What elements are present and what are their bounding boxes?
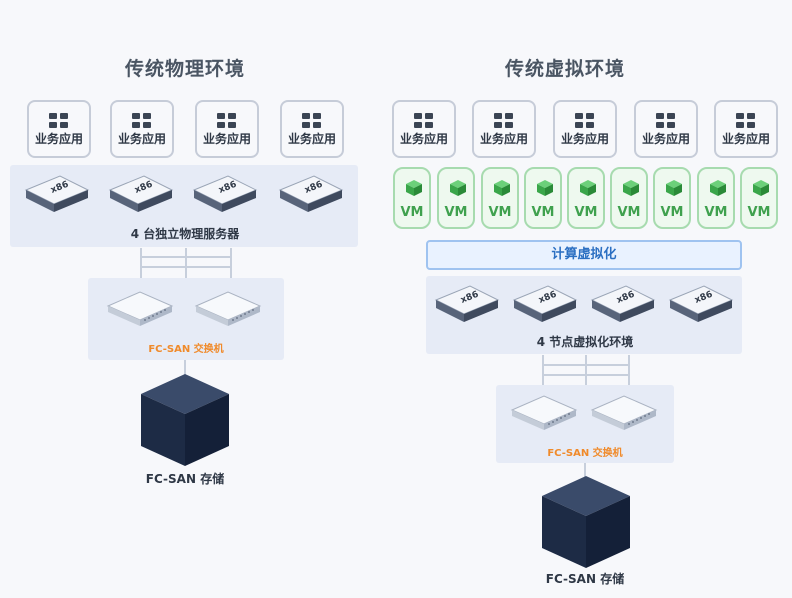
connector-line <box>184 360 186 380</box>
app-grid-icon <box>132 113 152 129</box>
server-icon: x86 <box>588 278 658 330</box>
connector-line <box>585 355 587 385</box>
vm-box: VM <box>653 167 691 229</box>
left-app-box: 业务应用 <box>110 100 174 158</box>
vm-cube-icon <box>493 179 511 197</box>
connector-line <box>542 364 630 366</box>
right-switch-panel <box>496 385 674 463</box>
vm-cube-icon <box>536 179 554 197</box>
app-grid-icon <box>302 113 322 129</box>
app-label: 业务应用 <box>560 132 609 146</box>
vm-cube-icon <box>579 179 597 197</box>
app-label: 业务应用 <box>287 132 336 146</box>
right-app-box: 业务应用 <box>553 100 617 158</box>
vm-cube-icon <box>449 179 467 197</box>
switch-icon <box>508 392 580 434</box>
connector-line <box>140 266 232 268</box>
vm-label: VM <box>747 205 771 220</box>
compute-virtualization-bar: 计算虚拟化 <box>426 240 742 270</box>
app-grid-icon <box>736 113 756 129</box>
vm-label: VM <box>400 205 424 220</box>
vm-cube-icon <box>665 179 683 197</box>
vm-label: VM <box>617 205 641 220</box>
app-label: 业务应用 <box>34 132 83 146</box>
app-label: 业务应用 <box>721 132 770 146</box>
switch-icon <box>588 392 660 434</box>
storage-cube-icon <box>536 472 636 572</box>
vm-cube-icon <box>709 179 727 197</box>
vm-box: VM <box>740 167 778 229</box>
app-grid-icon <box>414 113 434 129</box>
right-storage-caption: FC-SAN 存储 <box>545 572 625 586</box>
connector-line <box>230 248 232 278</box>
server-icon: x86 <box>432 278 502 330</box>
server-icon: x86 <box>276 168 346 220</box>
vm-label: VM <box>444 205 468 220</box>
vm-label: VM <box>660 205 684 220</box>
server-icon: x86 <box>22 168 92 220</box>
left-app-box: 业务应用 <box>27 100 91 158</box>
vm-box: VM <box>393 167 431 229</box>
storage-cube-icon <box>135 370 235 470</box>
right-title: 传统虚拟环境 <box>504 58 625 80</box>
vm-cube-icon <box>405 179 423 197</box>
server-icon: x86 <box>666 278 736 330</box>
connector-line <box>140 248 142 278</box>
right-switch-caption: FC-SAN 交换机 <box>547 448 623 459</box>
vm-box: VM <box>437 167 475 229</box>
left-servers-caption: 4 台独立物理服务器 <box>130 227 240 241</box>
server-icon: x86 <box>106 168 176 220</box>
right-app-box: 业务应用 <box>634 100 698 158</box>
vm-label: VM <box>531 205 555 220</box>
app-label: 业务应用 <box>117 132 166 146</box>
left-switch-caption: FC-SAN 交换机 <box>148 344 224 355</box>
connector-line <box>185 248 187 278</box>
app-grid-icon <box>575 113 595 129</box>
connector-line <box>542 374 630 376</box>
right-servers-caption: 4 节点虚拟化环境 <box>536 335 634 349</box>
vm-box: VM <box>697 167 735 229</box>
vm-label: VM <box>704 205 728 220</box>
vm-cube-icon <box>622 179 640 197</box>
right-app-box: 业务应用 <box>472 100 536 158</box>
app-label: 业务应用 <box>641 132 690 146</box>
connector-line <box>628 355 630 385</box>
app-grid-icon <box>494 113 514 129</box>
left-app-box: 业务应用 <box>195 100 259 158</box>
left-storage-caption: FC-SAN 存储 <box>145 472 225 486</box>
app-label: 业务应用 <box>202 132 251 146</box>
vm-box: VM <box>567 167 605 229</box>
vm-box: VM <box>610 167 648 229</box>
server-icon: x86 <box>190 168 260 220</box>
app-label: 业务应用 <box>479 132 528 146</box>
right-app-box: 业务应用 <box>714 100 778 158</box>
vm-box: VM <box>524 167 562 229</box>
connector-line <box>542 355 544 385</box>
app-grid-icon <box>49 113 69 129</box>
vm-cube-icon <box>752 179 770 197</box>
vm-label: VM <box>488 205 512 220</box>
right-app-box: 业务应用 <box>392 100 456 158</box>
connector-line <box>140 256 232 258</box>
left-app-box: 业务应用 <box>280 100 344 158</box>
app-grid-icon <box>656 113 676 129</box>
left-switch-panel <box>88 278 284 360</box>
connector-line <box>584 463 586 483</box>
vm-box: VM <box>481 167 519 229</box>
switch-icon <box>192 288 264 330</box>
vm-label: VM <box>574 205 598 220</box>
switch-icon <box>104 288 176 330</box>
left-title: 传统物理环境 <box>124 58 245 80</box>
server-icon: x86 <box>510 278 580 330</box>
app-grid-icon <box>217 113 237 129</box>
app-label: 业务应用 <box>399 132 448 146</box>
